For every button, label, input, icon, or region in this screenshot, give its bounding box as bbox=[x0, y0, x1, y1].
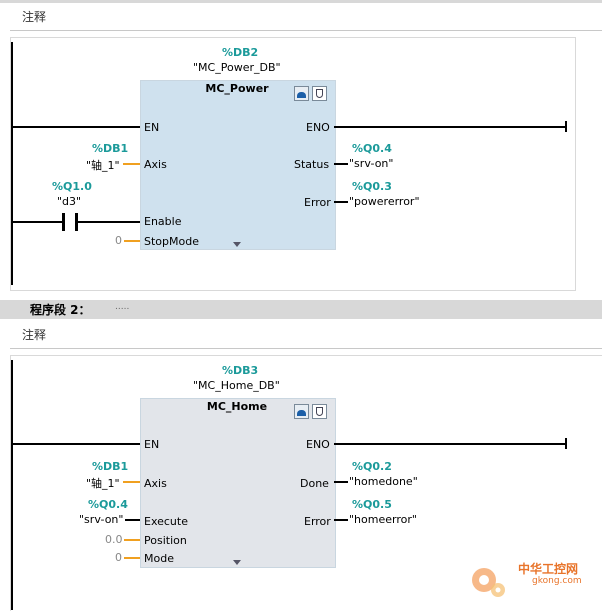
network1-stopmode-value[interactable]: 0 bbox=[115, 234, 122, 247]
pin-axis-2: Axis bbox=[144, 477, 167, 490]
pin-done: Done bbox=[300, 477, 329, 490]
network2-error-name[interactable]: "homeerror" bbox=[349, 513, 417, 526]
network2-axis-name[interactable]: "轴_1" bbox=[86, 477, 120, 490]
pin-error-2: Error bbox=[304, 515, 331, 528]
network2-axis-addr: %DB1 bbox=[92, 460, 129, 473]
network1-enable-addr: %Q1.0 bbox=[52, 180, 92, 193]
network1-stopmode-wire bbox=[124, 240, 140, 242]
network1-comment-underline bbox=[10, 30, 602, 31]
block-diagnostics-icon-2[interactable] bbox=[312, 404, 327, 419]
top-divider bbox=[0, 0, 602, 3]
network1-eno-wire bbox=[334, 126, 566, 128]
network2-title-dots[interactable]: ..... bbox=[115, 302, 130, 312]
network2-done-addr: %Q0.2 bbox=[352, 460, 392, 473]
mc-home-block[interactable] bbox=[140, 398, 336, 568]
network1-enable-wire-right bbox=[78, 221, 140, 223]
pin-en-2: EN bbox=[144, 438, 160, 451]
block-view-icon[interactable] bbox=[294, 86, 309, 101]
network2-db-name[interactable]: "MC_Home_DB" bbox=[193, 379, 280, 392]
network2-eno-wire bbox=[334, 443, 566, 445]
network2-execute-name[interactable]: "srv-on" bbox=[79, 513, 124, 526]
network1-axis-addr: %DB1 bbox=[92, 142, 129, 155]
network2-error-addr: %Q0.5 bbox=[352, 498, 392, 511]
network2-position-wire bbox=[124, 539, 140, 541]
network2-expand-chevron-icon[interactable] bbox=[233, 560, 241, 565]
pin-stopmode: StopMode bbox=[144, 235, 199, 248]
pin-execute: Execute bbox=[144, 515, 188, 528]
network1-status-addr: %Q0.4 bbox=[352, 142, 392, 155]
network2-en-wire bbox=[12, 443, 140, 445]
network2-position-value[interactable]: 0.0 bbox=[105, 533, 123, 546]
pin-eno-2: ENO bbox=[306, 438, 330, 451]
watermark-url: gkong.com bbox=[532, 576, 582, 586]
network2-rung-end bbox=[565, 438, 567, 449]
network2-title: 程序段 2： bbox=[30, 303, 91, 317]
network1-db-addr: %DB2 bbox=[222, 46, 259, 59]
network1-axis-name[interactable]: "轴_1" bbox=[86, 159, 120, 172]
pin-enable: Enable bbox=[144, 215, 182, 228]
network2-axis-wire bbox=[123, 481, 140, 483]
block-view-icon-2[interactable] bbox=[294, 404, 309, 419]
network1-expand-chevron-icon[interactable] bbox=[233, 242, 241, 247]
network2-execute-wire bbox=[125, 519, 140, 521]
gkong-logo-icon bbox=[466, 558, 508, 600]
network1-status-name[interactable]: "srv-on" bbox=[349, 157, 394, 170]
pin-mode: Mode bbox=[144, 552, 174, 565]
network1-status-wire bbox=[334, 163, 348, 165]
pin-eno: ENO bbox=[306, 121, 330, 134]
network2-mode-value[interactable]: 0 bbox=[115, 551, 122, 564]
network1-power-rail bbox=[11, 42, 13, 285]
watermark-cn: 中华工控网 bbox=[518, 562, 579, 576]
network2-done-name[interactable]: "homedone" bbox=[349, 475, 418, 488]
network2-db-addr: %DB3 bbox=[222, 364, 259, 377]
mc-power-block[interactable] bbox=[140, 80, 336, 250]
mc-home-title: MC_Home bbox=[206, 400, 268, 413]
pin-status: Status bbox=[294, 158, 330, 171]
network1-axis-wire bbox=[123, 163, 140, 165]
network1-contact-left[interactable] bbox=[62, 213, 65, 231]
network1-en-wire bbox=[12, 126, 140, 128]
network2-done-wire bbox=[334, 481, 348, 483]
block-diagnostics-icon[interactable] bbox=[312, 86, 327, 101]
network2-header-bar[interactable] bbox=[0, 300, 602, 319]
mc-power-title: MC_Power bbox=[205, 82, 269, 95]
network1-db-name[interactable]: "MC_Power_DB" bbox=[193, 61, 281, 74]
network2-error-wire bbox=[334, 519, 348, 521]
network2-comment-label[interactable]: 注释 bbox=[22, 328, 47, 342]
network1-rung-end bbox=[565, 121, 567, 132]
network2-comment-underline bbox=[10, 348, 602, 349]
network1-contact-right[interactable] bbox=[75, 213, 78, 231]
network2-execute-addr: %Q0.4 bbox=[88, 498, 128, 511]
network2-mode-wire bbox=[124, 557, 140, 559]
network1-enable-wire-left bbox=[12, 221, 62, 223]
network1-comment-label[interactable]: 注释 bbox=[22, 10, 47, 24]
network1-error-name[interactable]: "powererror" bbox=[349, 195, 420, 208]
network1-error-addr: %Q0.3 bbox=[352, 180, 392, 193]
pin-error: Error bbox=[304, 196, 331, 209]
pin-en: EN bbox=[144, 121, 160, 134]
pin-position: Position bbox=[144, 534, 187, 547]
network1-error-wire bbox=[334, 201, 348, 203]
network2-power-rail bbox=[11, 360, 13, 610]
network1-enable-name[interactable]: "d3" bbox=[57, 195, 82, 208]
pin-axis: Axis bbox=[144, 158, 167, 171]
